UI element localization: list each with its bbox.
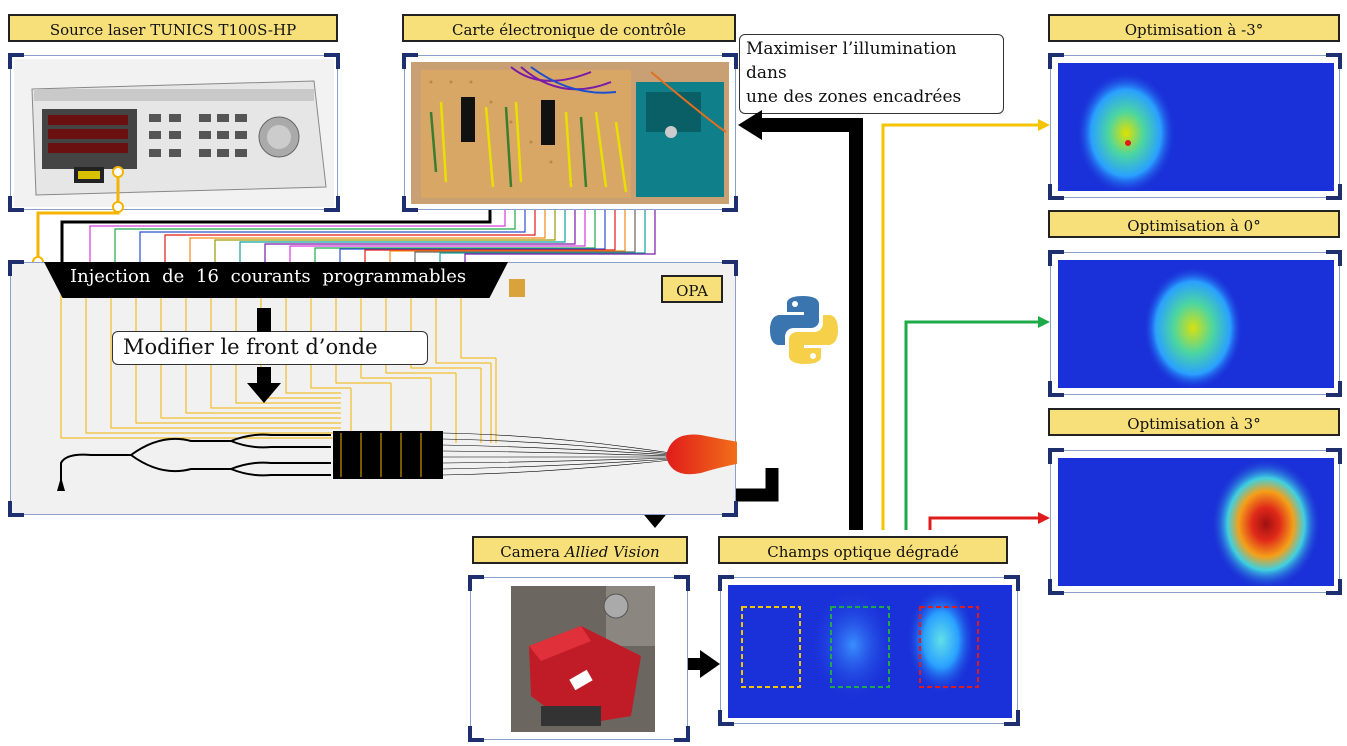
control-board-image bbox=[411, 62, 729, 204]
control-board-label: Carte électronique de contrôle bbox=[402, 14, 736, 42]
control-board-frame bbox=[402, 53, 738, 212]
optimisation-plus3-label: Optimisation à 3° bbox=[1048, 408, 1340, 436]
camera-frame bbox=[468, 575, 690, 742]
optimisation-0-label: Optimisation à 0° bbox=[1048, 210, 1340, 238]
optimisation-minus3-label: Optimisation à -3° bbox=[1048, 14, 1340, 42]
optimisation-plus3-frame bbox=[1048, 448, 1342, 595]
laser-source-label: Source laser TUNICS T100S-HP bbox=[8, 14, 338, 42]
camera-label-prefix: Camera bbox=[500, 543, 565, 561]
intensity-map-plus3 bbox=[1058, 458, 1334, 586]
optimisation-minus3-frame bbox=[1048, 53, 1342, 200]
opa-label: OPA bbox=[661, 275, 723, 303]
zone-green bbox=[830, 606, 890, 688]
intensity-map-minus3 bbox=[1058, 63, 1334, 191]
maximize-illumination-note: Maximiser l’illumination dans une des zo… bbox=[739, 34, 1004, 114]
degraded-field-frame bbox=[718, 575, 1020, 726]
camera-label: Camera Allied Vision bbox=[472, 536, 688, 564]
maximize-line-3: une des zones encadrées bbox=[746, 87, 962, 107]
opa-frame: OPA bbox=[8, 260, 738, 517]
zone-yellow bbox=[741, 606, 801, 688]
maximize-line-1: Maximiser l’illumination bbox=[746, 39, 957, 59]
injection-bar: Injection de 16 courants programmables bbox=[44, 262, 508, 298]
opa-chip-drawing bbox=[57, 279, 737, 491]
maximize-line-2: dans bbox=[746, 63, 787, 83]
wavefront-arrows bbox=[247, 308, 281, 403]
wavefront-note: Modifier le front d’onde bbox=[112, 331, 428, 365]
camera-label-brand: Allied Vision bbox=[564, 543, 660, 561]
intensity-map-degraded bbox=[728, 585, 1012, 718]
laser-source-frame bbox=[8, 53, 340, 212]
optimisation-0-frame bbox=[1048, 250, 1342, 397]
zone-red bbox=[919, 606, 979, 688]
intensity-map-0 bbox=[1058, 260, 1334, 388]
python-logo-icon bbox=[770, 296, 838, 364]
camera-image bbox=[511, 586, 655, 732]
degraded-field-label: Champs optique dégradé bbox=[718, 536, 1008, 564]
laser-device-image bbox=[14, 59, 334, 207]
